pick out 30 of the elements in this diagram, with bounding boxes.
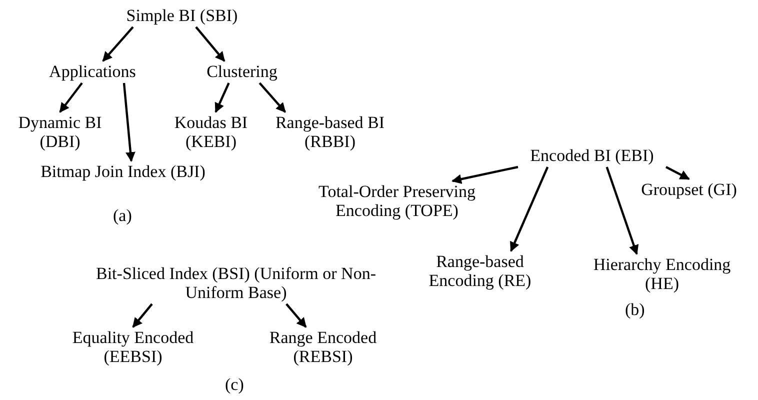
node-label: Applications — [40, 62, 145, 81]
node-label: Hierarchy Encoding (HE) — [578, 255, 746, 293]
arrow — [195, 26, 226, 62]
node-label: Clustering — [198, 62, 286, 81]
arrow — [510, 166, 549, 252]
node-label: Total-Order Preserving Encoding (TOPE) — [286, 182, 508, 220]
panel-label: (b) — [625, 300, 645, 319]
node-label: Bitmap Join Index (BJI) — [40, 162, 206, 181]
arrow — [214, 82, 230, 113]
arrow — [286, 303, 307, 328]
arrow — [258, 82, 286, 113]
arrow — [122, 82, 136, 162]
node-label: Encoded BI (EBI) — [518, 146, 666, 165]
arrow — [666, 166, 690, 180]
panel-label: (a) — [113, 206, 132, 225]
node-label: Groupset (GI) — [630, 180, 748, 199]
arrow — [59, 82, 83, 113]
node-label: Equality Encoded (EEBSI) — [58, 328, 208, 366]
node-label: Range-based Encoding (RE) — [418, 252, 542, 290]
arrow — [452, 166, 518, 184]
panel-label: (c) — [225, 375, 244, 394]
node-label: Range-based BI (RBBI) — [274, 113, 386, 151]
arrow — [102, 26, 134, 62]
node-label: Range Encoded (REBSI) — [266, 328, 380, 366]
node-label: Bit-Sliced Index (BSI) (Uniform or Non-Uniform Base) — [96, 264, 376, 302]
node-label: Simple BI (SBI) — [112, 6, 252, 25]
arrow — [132, 303, 153, 328]
node-label: Dynamic BI (DBI) — [6, 113, 114, 151]
node-label: Koudas BI (KEBI) — [164, 113, 258, 151]
arrow — [606, 166, 639, 255]
